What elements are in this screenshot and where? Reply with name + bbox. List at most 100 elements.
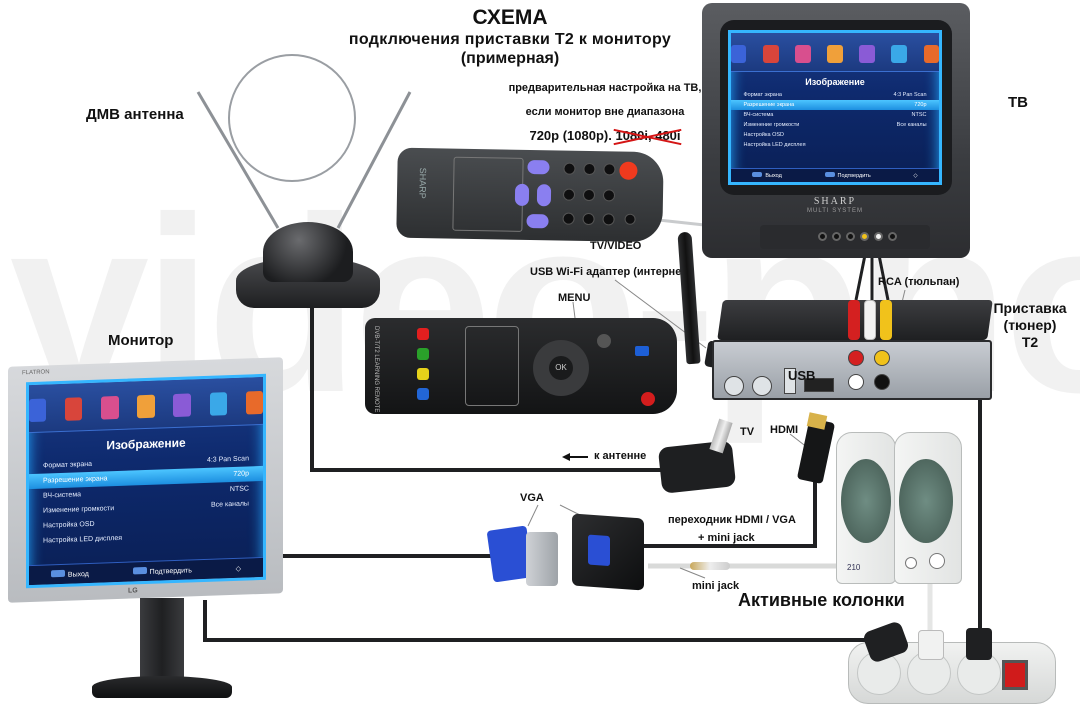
key-icon — [132, 566, 147, 575]
num-button[interactable] — [602, 189, 616, 202]
footer-confirm[interactable]: Подтвердить — [132, 565, 192, 576]
resolution-ok: 720р (1080р). — [529, 128, 612, 143]
num-button[interactable] — [602, 213, 615, 226]
tv-audio-jack[interactable] — [874, 232, 883, 241]
menu-icon-channels — [795, 45, 811, 64]
tv-front-panel — [760, 225, 930, 249]
rca-red-plug — [848, 300, 860, 340]
rca-audio-port[interactable] — [848, 350, 864, 366]
coaxial-port[interactable] — [874, 374, 890, 390]
monitor-base — [92, 676, 232, 698]
antenna-dome — [263, 222, 353, 282]
num-button[interactable] — [582, 212, 595, 226]
ch-up-button[interactable] — [536, 184, 552, 207]
tv-button[interactable] — [846, 232, 855, 241]
key-icon — [824, 172, 835, 177]
speakers-label: Активные колонки — [738, 590, 905, 610]
setup-note: предварительная настройка на ТВ, если мо… — [470, 76, 740, 148]
num-button[interactable] — [563, 162, 576, 175]
green-button[interactable] — [417, 348, 429, 360]
num-button[interactable] — [583, 162, 596, 176]
tv-headphone-jack[interactable] — [888, 232, 897, 241]
tv-remote: SHARP — [396, 147, 664, 243]
vol-up-button[interactable] — [527, 159, 550, 175]
stb-power-plug — [966, 628, 992, 660]
vga-connector — [526, 532, 558, 586]
hdmi-vga-adapter — [572, 513, 644, 591]
tv-video-button[interactable] — [624, 213, 636, 225]
speaker-left: 210 — [836, 432, 896, 584]
speaker-cone — [841, 459, 891, 543]
volume-knob[interactable] — [929, 553, 945, 569]
rca-video-port[interactable] — [874, 350, 890, 366]
note-line2: если монитор вне диапазона — [525, 106, 685, 118]
monitor-menu-icons — [28, 376, 264, 434]
resolution-crossed: 1080i, 480i — [615, 124, 680, 148]
hdmi-label: HDMI — [770, 424, 799, 436]
red-button[interactable] — [417, 328, 429, 340]
menu-icon-system — [923, 45, 939, 64]
tv-button[interactable] — [832, 232, 841, 241]
ant-in-port[interactable] — [724, 376, 744, 396]
menu-icon-time — [137, 394, 155, 419]
num-button[interactable] — [562, 188, 576, 201]
monitor-label: Монитор — [108, 332, 174, 349]
tv-menu-footer: Выход Подтвердить ◇ — [731, 168, 939, 182]
key-icon — [50, 569, 65, 578]
adapter-label-2: + mini jack — [698, 532, 755, 544]
key-icon — [752, 172, 763, 177]
rca-port[interactable] — [848, 374, 864, 390]
menu-icon-settings — [891, 45, 907, 64]
menu-icon-system — [245, 390, 264, 415]
menu-icon-video — [731, 45, 747, 64]
monitor-menu-footer: Выход Подтвердить ◇ — [29, 556, 263, 586]
menu-button[interactable] — [597, 334, 611, 348]
tv-brand: SHARP — [813, 196, 857, 207]
power-switch[interactable] — [1002, 660, 1028, 690]
speaker-cone — [899, 459, 953, 543]
power-knob[interactable] — [905, 557, 917, 569]
nav-diamond-icon: ◇ — [913, 172, 918, 179]
note-line1: предварительная настройка на ТВ, — [508, 82, 702, 94]
tv-r-button[interactable] — [635, 346, 649, 356]
footer-exit[interactable]: Выход — [50, 569, 89, 579]
tv-label: ТВ — [1008, 94, 1028, 111]
num-button[interactable] — [582, 188, 596, 202]
hdmi-port[interactable] — [804, 378, 834, 392]
usb-port[interactable] — [784, 368, 796, 394]
nav-diamond-icon: ◇ — [235, 565, 242, 573]
menu-label: MENU — [558, 292, 591, 304]
menu-icon-settings — [209, 392, 227, 416]
footer-confirm[interactable]: Подтвердить — [824, 172, 871, 179]
usb-wifi-label: USB Wi-Fi адаптер (интернет) — [530, 266, 691, 278]
rf-out-port[interactable] — [752, 376, 772, 396]
tv-button[interactable] — [818, 232, 827, 241]
power-button[interactable] — [641, 392, 655, 406]
diagram-title: СХЕМА подключения приставки Т2 к монитор… — [300, 6, 720, 68]
set-top-box — [712, 340, 992, 400]
ch-down-button[interactable] — [514, 183, 530, 206]
rca-yellow-plug — [880, 300, 892, 340]
footer-exit[interactable]: Выход — [752, 172, 782, 179]
title-line2: подключения приставки Т2 к монитору — [348, 31, 672, 48]
vga-port[interactable] — [588, 534, 610, 567]
menu-row[interactable]: Настройка OSD — [743, 131, 784, 138]
num-button[interactable] — [562, 212, 575, 225]
power-button[interactable] — [619, 161, 638, 180]
num-button[interactable] — [603, 163, 616, 176]
yellow-button[interactable] — [417, 368, 429, 380]
tv-video-jack[interactable] — [860, 232, 869, 241]
tv-menu-title: Изображение — [805, 76, 865, 87]
blue-button[interactable] — [417, 388, 429, 400]
menu-row[interactable]: Настройка LED дисплея — [743, 141, 806, 148]
ok-button[interactable]: OK — [549, 356, 573, 380]
speaker-right — [894, 432, 962, 584]
vol-down-button[interactable] — [526, 213, 549, 229]
